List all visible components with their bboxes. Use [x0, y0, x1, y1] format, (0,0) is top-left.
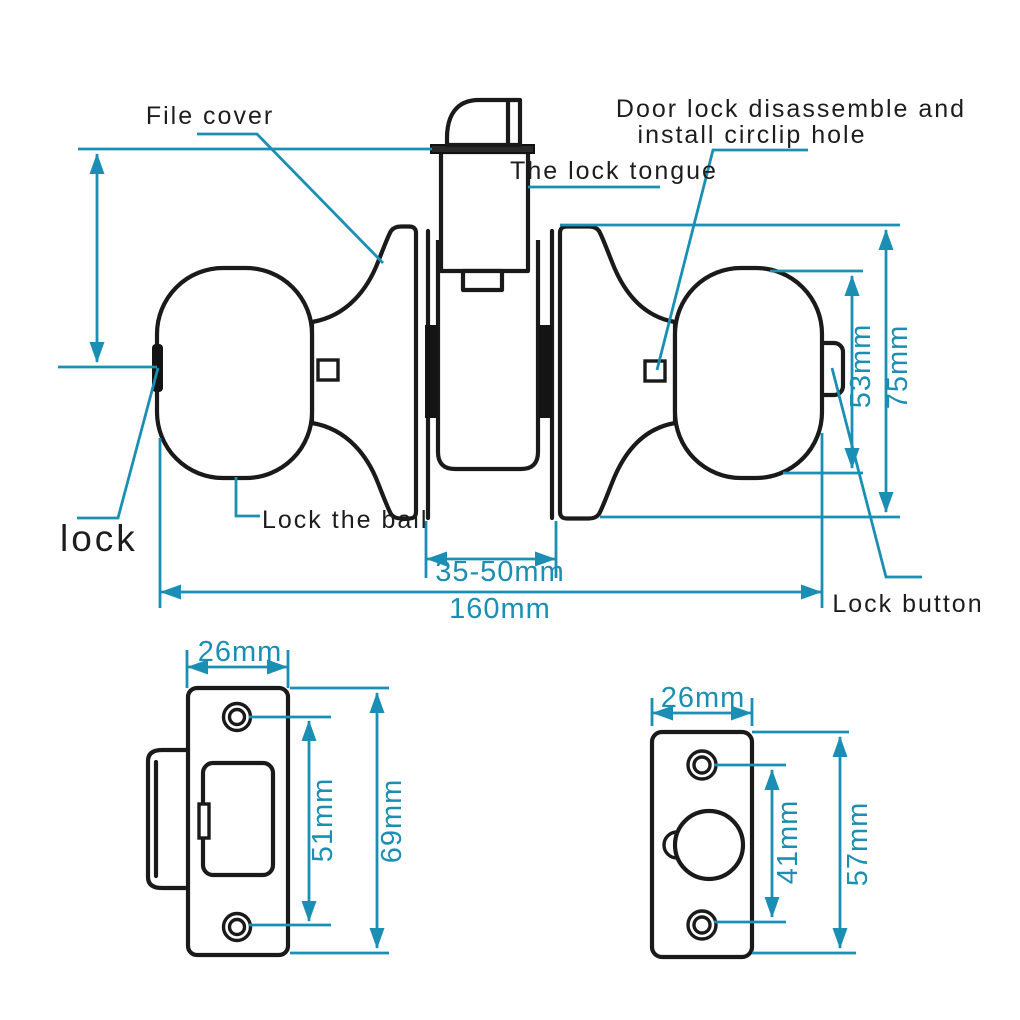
- latch-plate-top-screw-inner: [692, 755, 712, 775]
- dim-knob-height: 53mm: [845, 324, 877, 409]
- left-knob: [154, 265, 315, 481]
- dim-rose-height: 75mm: [882, 325, 914, 410]
- label-the-lock-tongue: The lock tongue: [510, 157, 718, 185]
- latch-faceplate-drawing: 26mm 41mm 57mm: [649, 682, 874, 960]
- sp-dim-69-text: 69mm: [376, 779, 408, 864]
- dim-backset: 35-50mm: [435, 556, 565, 588]
- strike-plate-bottom-screw-inner: [227, 917, 247, 937]
- label-lock-the-ball: Lock the ball: [262, 506, 428, 534]
- left-setscrew-hole: [316, 358, 340, 382]
- right-setscrew-hole: [643, 359, 667, 383]
- right-knob: [672, 265, 825, 481]
- strike-plate-opening-notch: [197, 802, 211, 840]
- left-rose-bell: [309, 224, 419, 521]
- latch-case-notch: [460, 268, 505, 293]
- main-assembly-drawing: [152, 97, 846, 521]
- chassis-inner-sleeve: [435, 240, 541, 472]
- right-rose-bell: [557, 224, 678, 521]
- label-door-lock-line2: install circlip hole: [638, 121, 867, 149]
- leader-circlip-hole: [655, 148, 808, 371]
- right-mount-bar: [539, 325, 552, 418]
- strike-plate-drawing: 26mm 51mm 69mm: [145, 636, 408, 958]
- sp-dim-51-text: 51mm: [307, 778, 339, 863]
- latch-plate-bottom-screw-inner: [692, 915, 712, 935]
- label-door-lock-line1: Door lock disassemble and: [616, 95, 966, 123]
- lp-dim-26-text: 26mm: [661, 682, 746, 714]
- lp-dim-41-text: 41mm: [772, 800, 804, 885]
- leader-lock-the-ball: [234, 477, 260, 518]
- leader-lock: [77, 367, 160, 520]
- label-lock: lock: [60, 518, 138, 559]
- latch-hole-large-circle: [672, 808, 746, 882]
- dim-overall-length: 160mm: [449, 593, 551, 625]
- strike-plate-flange: [145, 747, 193, 891]
- strike-plate-opening: [200, 760, 276, 878]
- sp-dim-26-text: 26mm: [198, 636, 283, 668]
- strike-plate-top-screw-inner: [227, 707, 247, 727]
- main-dimension-annotations: 35-50mm 160mm 53mm 75mm File cover Door …: [58, 95, 983, 625]
- lp-dim-57-text: 57mm: [842, 802, 874, 887]
- label-lock-button: Lock button: [832, 590, 983, 618]
- left-mount-bar: [425, 325, 438, 418]
- label-file-cover: File cover: [146, 102, 274, 130]
- leader-file-cover: [197, 132, 385, 264]
